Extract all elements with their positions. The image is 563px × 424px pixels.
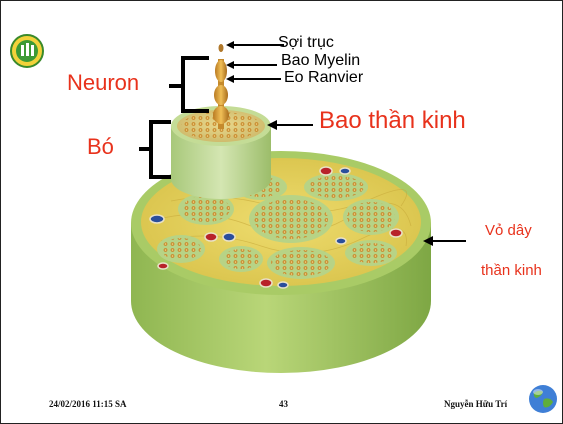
label-bao-myelin: Bao Myelin	[281, 53, 360, 69]
label-soi-truc: Sợi trục	[278, 35, 334, 51]
label-neuron: Neuron	[67, 72, 139, 94]
label-bao-than-kinh: Bao thần kinh	[319, 109, 466, 133]
university-logo-icon	[10, 34, 44, 68]
label-vo-day: Vỏ dây	[485, 223, 532, 238]
label-than-kinh: thần kinh	[481, 263, 542, 278]
label-bo: Bó	[87, 136, 114, 158]
globe-icon	[527, 383, 559, 415]
footer-date: 24/02/2016 11:15 SA	[49, 400, 127, 409]
footer-author: Nguyễn Hữu Trí	[444, 400, 507, 409]
label-eo-ranvier: Eo Ranvier	[284, 70, 363, 86]
footer-page-number: 43	[279, 400, 288, 409]
neuron-axon	[213, 44, 229, 129]
